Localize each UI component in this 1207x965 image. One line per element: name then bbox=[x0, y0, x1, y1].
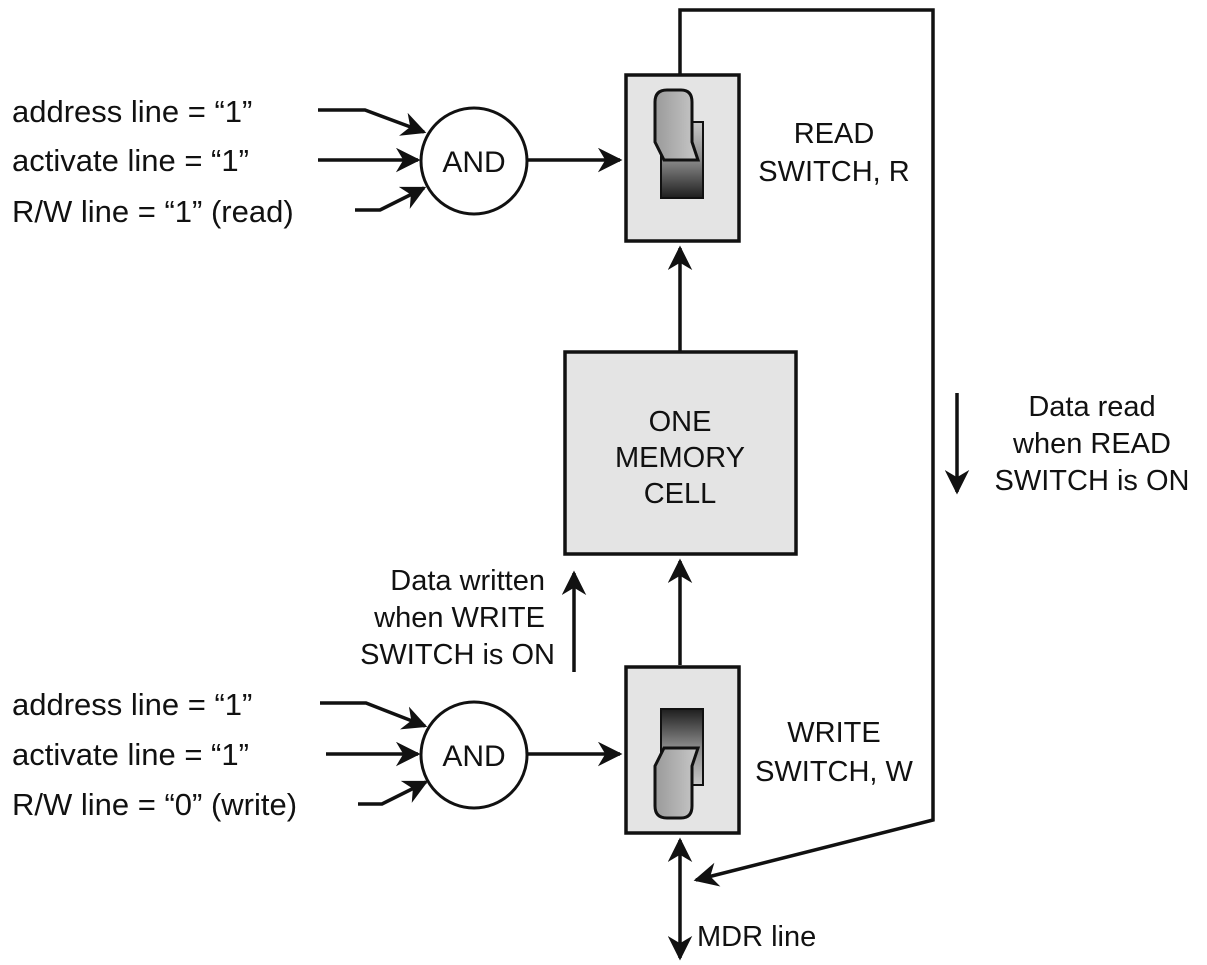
data-written-note: Data written when WRITE SWITCH is ON bbox=[360, 565, 587, 672]
data-read-note: Data read when READ SWITCH is ON bbox=[944, 391, 1190, 497]
read-address-wire bbox=[318, 108, 427, 136]
memory-cell: ONE MEMORY CELL bbox=[563, 350, 798, 556]
read-switch: READ SWITCH, R bbox=[624, 73, 910, 243]
mdr-line-label: MDR line bbox=[697, 921, 816, 953]
data-written-line3: SWITCH is ON bbox=[360, 639, 555, 671]
read-and-gate-label: AND bbox=[442, 146, 505, 179]
data-written-line2: when WRITE bbox=[373, 602, 545, 634]
read-rw-wire bbox=[355, 186, 427, 212]
write-address-wire bbox=[320, 701, 428, 730]
read-gate-inputs: address line = “1” activate line = “1” R… bbox=[12, 94, 427, 229]
read-output-loop-wire bbox=[678, 8, 935, 887]
read-rw-line-label: R/W line = “1” (read) bbox=[12, 194, 294, 229]
memory-cell-label-line2: MEMORY bbox=[615, 442, 745, 474]
write-activate-line-label: activate line = “1” bbox=[12, 737, 249, 772]
read-address-line-label: address line = “1” bbox=[12, 94, 252, 129]
write-rw-wire bbox=[358, 780, 429, 806]
write-and-gate: AND bbox=[419, 700, 529, 810]
memory-cell-label-line1: ONE bbox=[649, 406, 712, 438]
data-read-line2: when READ bbox=[1012, 428, 1171, 460]
memory-cell-label-line3: CELL bbox=[644, 478, 717, 510]
write-gate-inputs: address line = “1” activate line = “1” R… bbox=[12, 687, 429, 822]
read-and-gate: AND bbox=[419, 106, 529, 216]
write-rw-line-label: R/W line = “0” (write) bbox=[12, 787, 297, 822]
write-switch-label-line1: WRITE bbox=[787, 717, 880, 749]
read-switch-label-line1: READ bbox=[794, 118, 875, 150]
read-switch-lever-icon bbox=[653, 88, 701, 162]
read-activate-line-label: activate line = “1” bbox=[12, 143, 249, 178]
write-switch-lever-icon bbox=[653, 746, 701, 820]
data-written-line1: Data written bbox=[390, 565, 545, 597]
write-switch-label-line2: SWITCH, W bbox=[755, 756, 913, 788]
write-and-gate-label: AND bbox=[442, 740, 505, 773]
data-read-line3: SWITCH is ON bbox=[995, 465, 1190, 497]
data-read-line1: Data read bbox=[1028, 391, 1155, 423]
write-switch: WRITE SWITCH, W bbox=[624, 665, 914, 835]
read-switch-label-line2: SWITCH, R bbox=[758, 156, 909, 188]
write-address-line-label: address line = “1” bbox=[12, 687, 252, 722]
